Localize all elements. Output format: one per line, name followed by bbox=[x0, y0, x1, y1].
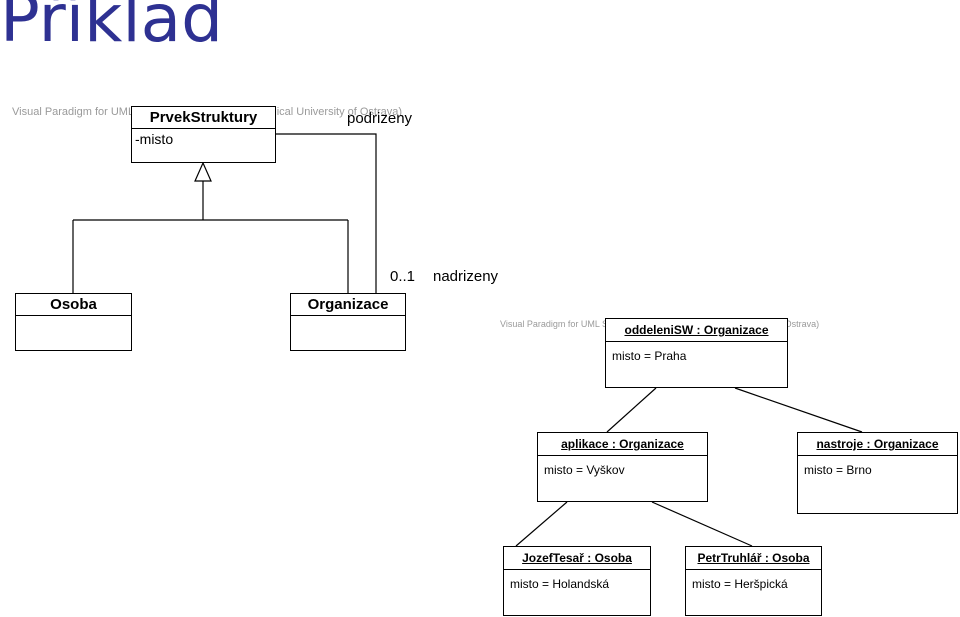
object-attribute: misto = Vyškov bbox=[544, 463, 625, 477]
link-oddeleni-aplikace bbox=[606, 387, 657, 433]
link-oddeleni-nastroje bbox=[734, 387, 863, 433]
slide-title: Příklad bbox=[0, 0, 224, 57]
object-attribute: misto = Praha bbox=[612, 349, 687, 363]
object-name: nastroje : Organizace bbox=[798, 433, 957, 456]
class-name: PrvekStruktury bbox=[132, 107, 275, 129]
link-aplikace-jozef bbox=[515, 501, 568, 547]
object-attribute: misto = Brno bbox=[804, 463, 872, 477]
object-name: oddeleniSW : Organizace bbox=[606, 319, 787, 342]
role-podrizeny: podrizeny bbox=[347, 110, 413, 127]
object-nastroje: nastroje : Organizace misto = Brno bbox=[797, 432, 958, 514]
object-attribute: misto = Heršpická bbox=[692, 577, 788, 591]
object-attribute: misto = Holandská bbox=[510, 577, 610, 591]
object-jozef-tesar: JozefTesař : Osoba misto = Holandská bbox=[503, 546, 651, 616]
class-organizace: Organizace bbox=[290, 293, 406, 351]
role-nadrizeny: nadrizeny bbox=[433, 268, 499, 285]
class-name: Osoba bbox=[16, 294, 131, 316]
class-name: Organizace bbox=[291, 294, 405, 316]
class-attribute: -misto bbox=[135, 131, 174, 147]
class-prvek-struktury: PrvekStruktury -misto bbox=[131, 106, 276, 163]
object-name: JozefTesař : Osoba bbox=[504, 547, 650, 570]
association-line bbox=[276, 133, 377, 293]
multiplicity-label: 0..1 bbox=[390, 268, 416, 285]
link-aplikace-petr bbox=[651, 501, 753, 547]
object-oddeleni-sw: oddeleniSW : Organizace misto = Praha bbox=[605, 318, 788, 388]
generalization-arrowhead bbox=[194, 161, 212, 182]
class-osoba: Osoba bbox=[15, 293, 132, 351]
object-name: PetrTruhlář : Osoba bbox=[686, 547, 821, 570]
object-petr-truhlar: PetrTruhlář : Osoba misto = Heršpická bbox=[685, 546, 822, 616]
object-aplikace: aplikace : Organizace misto = Vyškov bbox=[537, 432, 708, 502]
object-name: aplikace : Organizace bbox=[538, 433, 707, 456]
